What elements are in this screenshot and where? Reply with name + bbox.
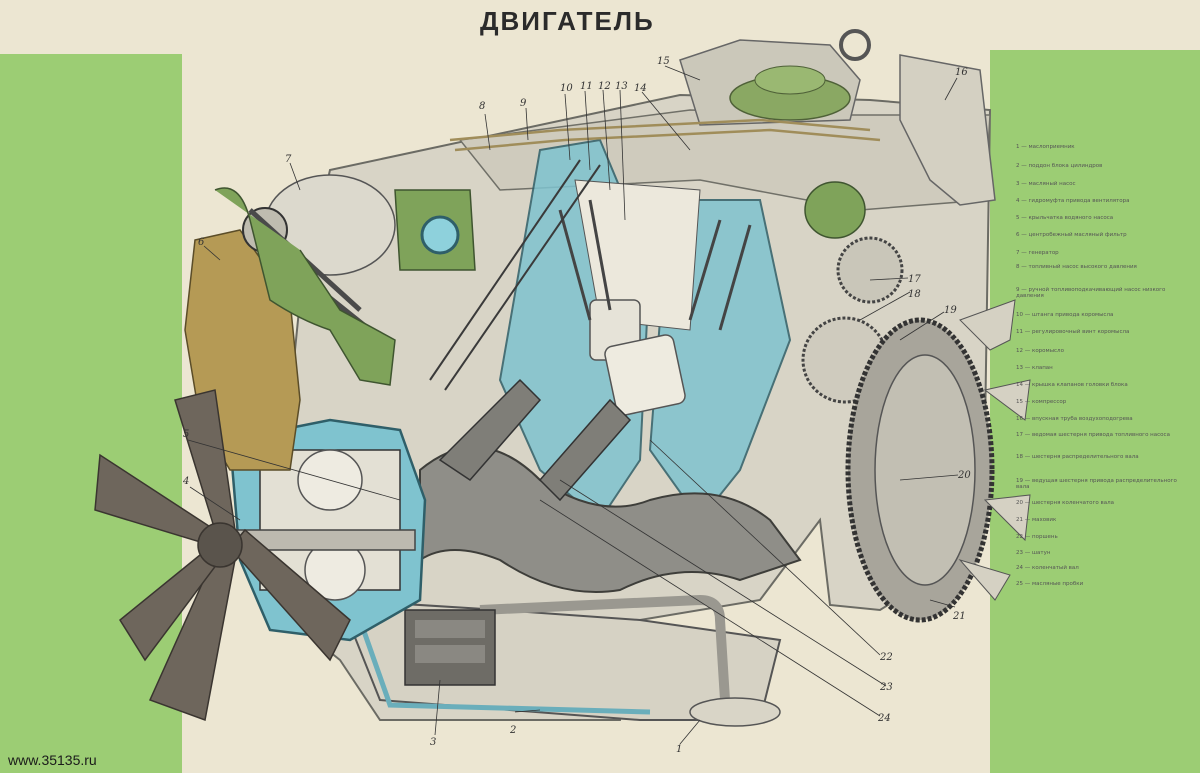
flywheel: [845, 299, 1031, 623]
legend-item: 24 — коленчатый вал: [1016, 565, 1079, 571]
left-green-panel: [0, 54, 182, 773]
callout-19: 19: [944, 305, 957, 316]
callout-2: 2: [509, 725, 516, 736]
callout-21: 21: [952, 611, 966, 622]
callout-12: 12: [598, 81, 611, 92]
callout-9: 9: [520, 98, 527, 109]
legend-item: 23 — шатун: [1016, 550, 1051, 556]
legend-item: 1 — маслоприемник: [1016, 144, 1075, 150]
callout-22: 22: [879, 652, 893, 663]
legend-item: 12 — коромысло: [1016, 348, 1064, 354]
callout-7: 7: [285, 154, 292, 165]
legend-item: 11 — регулировочный винт коромысла: [1016, 329, 1130, 335]
callout-3: 3: [430, 737, 436, 748]
callout-16: 16: [955, 67, 968, 78]
poster-title: ДВИГАТЕЛЬ: [480, 6, 655, 36]
legend-item: 18 — шестерня распределительного вала: [1016, 454, 1139, 460]
callout-23: 23: [879, 682, 893, 693]
callout-20: 20: [957, 470, 971, 481]
legend-item: 25 — масляные пробки: [1016, 581, 1084, 587]
callout-8: 8: [479, 101, 485, 112]
callout-5: 5: [183, 429, 189, 440]
legend-item: 20 — шестерня коленчатого вала: [1016, 500, 1115, 506]
callout-24: 24: [877, 713, 891, 724]
callout-6: 6: [198, 237, 205, 248]
legend-item: 9 — ручной топливоподкачивающий насос ни…: [1016, 287, 1166, 299]
callout-4: 4: [182, 476, 189, 487]
legend-item: 16 — впускная труба воздухоподогрева: [1016, 416, 1133, 422]
oil-pump: [404, 609, 496, 686]
legend-item: 22 — поршень: [1016, 534, 1058, 540]
legend-item: 10 — штанга привода коромысла: [1016, 312, 1114, 318]
legend-item: 8 — топливный насос высокого давления: [1016, 264, 1137, 270]
callout-13: 13: [615, 81, 628, 92]
legend-item: 2 — поддон блока цилиндров: [1016, 163, 1103, 169]
legend-item: 17 — ведомая шестерня привода топливного…: [1016, 432, 1170, 438]
fan: [94, 389, 351, 722]
legend-item: 3 — масляный насос: [1016, 181, 1076, 187]
legend-item: 7 — генератор: [1016, 250, 1059, 256]
callout-18: 18: [908, 289, 921, 300]
legend-item: 21 — маховик: [1016, 517, 1057, 523]
callout-15: 15: [657, 56, 670, 67]
callout-10: 10: [560, 83, 573, 94]
callout-11: 11: [580, 81, 593, 92]
site-watermark: www.35135.ru: [8, 752, 97, 768]
legend-item: 6 — центробежный масляный фильтр: [1016, 232, 1127, 238]
legend-item: 13 — клапан: [1016, 365, 1053, 371]
callout-14: 14: [634, 83, 647, 94]
legend-item: 4 — гидромуфта привода вентилятора: [1016, 198, 1130, 204]
legend-item: 15 — компрессор: [1016, 399, 1067, 405]
legend-item: 19 — ведущая шестерня привода распредели…: [1016, 478, 1177, 490]
callout-1: 1: [676, 744, 682, 755]
piston-right: [604, 334, 686, 416]
engine-block: [94, 29, 1031, 727]
legend-item: 5 — крыльчатка водяного насоса: [1016, 215, 1114, 221]
callout-labels: 1 2 3 4 5 6 7 8 9 10 11 12 13 14 15 16 1…: [182, 56, 971, 755]
legend-item: 14 — крышка клапанов головки блока: [1016, 382, 1128, 388]
callout-17: 17: [908, 274, 921, 285]
